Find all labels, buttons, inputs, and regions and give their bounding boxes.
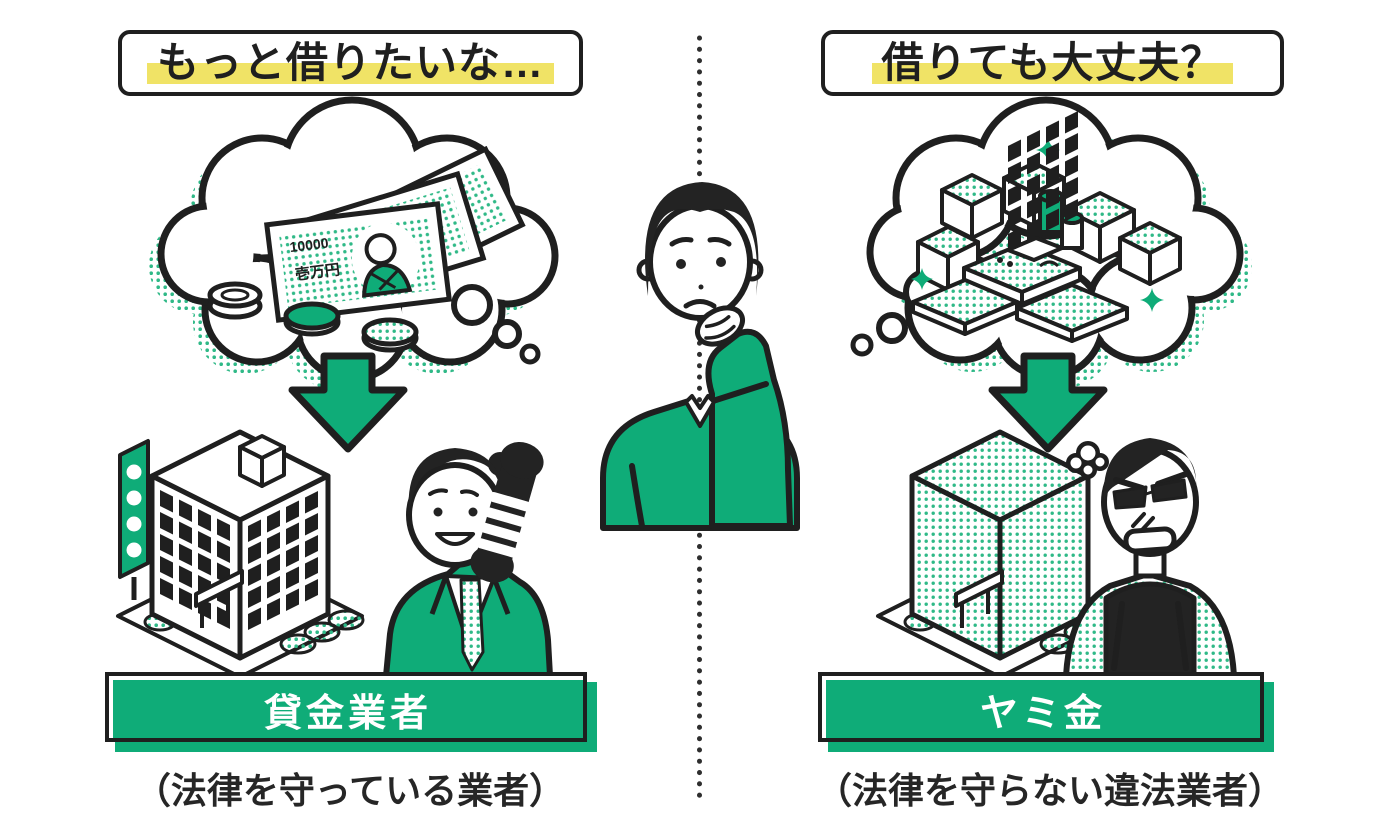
cash-piles-icon bbox=[911, 138, 1182, 343]
banknotes-icon: 1000 5000 10000 壱万円 bbox=[207, 145, 526, 353]
sunglasses-icon bbox=[1112, 478, 1188, 510]
note-back-value: 1000 bbox=[367, 211, 404, 241]
building-sign-icon bbox=[118, 439, 150, 600]
left-caption: （法律を守っている業者） bbox=[134, 770, 566, 811]
right-thought-bubble-icon bbox=[850, 96, 1252, 389]
left-banner: 貸金業者 bbox=[105, 672, 587, 742]
note-front-label: 壱万円 bbox=[294, 260, 341, 283]
coins-icon bbox=[207, 281, 419, 353]
left-agent-on-phone-icon bbox=[383, 442, 553, 679]
left-title: もっと借りたいな… bbox=[146, 38, 554, 88]
right-caption: （法律を守らない違法業者） bbox=[815, 770, 1284, 811]
left-down-arrow-icon bbox=[288, 352, 408, 453]
right-down-arrow-icon bbox=[988, 352, 1108, 453]
right-title-box: 借りても大丈夫？ bbox=[821, 30, 1284, 96]
right-loan-shark-icon bbox=[1063, 438, 1237, 679]
left-title-box: もっと借りたいな… bbox=[118, 30, 583, 96]
phone-handset-icon bbox=[470, 442, 544, 583]
right-title: 借りても大丈夫？ bbox=[871, 38, 1234, 88]
steam-puff-icon bbox=[1066, 441, 1109, 479]
sparkle-icon bbox=[911, 138, 1164, 312]
note-front-value: 10000 bbox=[289, 235, 330, 256]
left-office-building-icon bbox=[116, 429, 365, 679]
left-thought-bubble-icon bbox=[149, 96, 559, 391]
left-banner-label: 貸金業者 bbox=[263, 692, 432, 735]
right-banner: ヤミ金 bbox=[818, 672, 1264, 742]
center-thinking-man-icon bbox=[600, 182, 800, 531]
note-mid-value: 5000 bbox=[325, 224, 362, 250]
right-banner-label: ヤミ金 bbox=[979, 692, 1106, 735]
